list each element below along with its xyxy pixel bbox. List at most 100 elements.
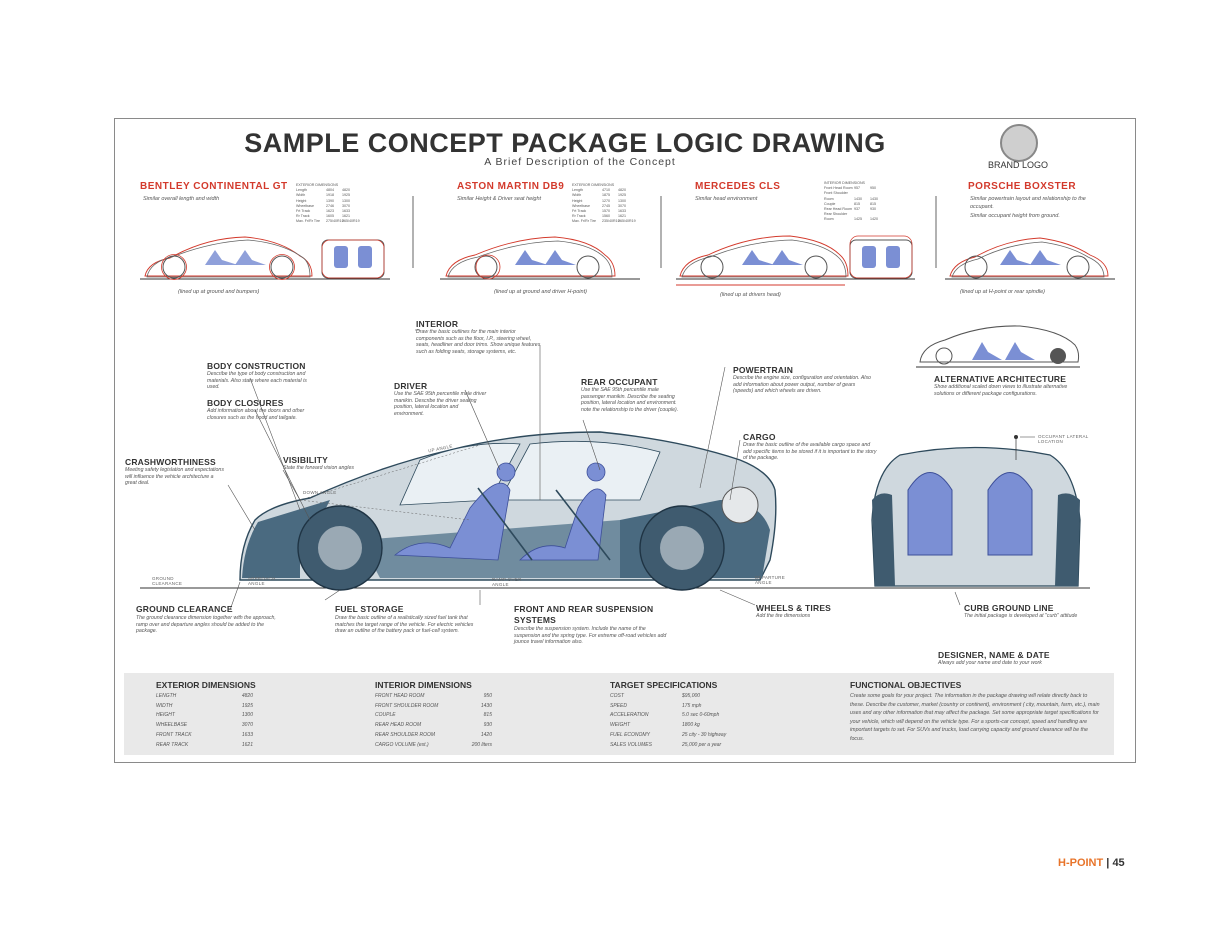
- competitor-note-2: Similar occupant height from ground.: [970, 213, 1060, 219]
- callout-body-construction-desc: Describe the type of body construction a…: [207, 371, 307, 391]
- spec-cell: 275/40R19: [326, 219, 344, 224]
- row-label: SPEED: [610, 702, 627, 709]
- spec-cell: 1633: [618, 209, 626, 214]
- spec-cell: Couple: [824, 201, 836, 206]
- occupant-lateral-label: OCCUPANT LATERAL LOCATION: [1038, 434, 1089, 444]
- page-number: 45: [1112, 857, 1125, 869]
- row-value: 1633: [241, 731, 253, 738]
- main-front-view: [860, 435, 1090, 589]
- table-row: WEIGHT 1800 kg: [610, 721, 742, 731]
- spec-cell: Rr Track: [572, 214, 586, 219]
- row-value: 1430: [480, 702, 492, 709]
- spec-cell: 1925: [618, 193, 626, 198]
- spec-cell: Height: [572, 198, 583, 203]
- callout-visibility-label: VISIBILITY: [283, 455, 328, 465]
- spec-cell: 1430: [870, 196, 878, 201]
- spec-cell: 3070: [618, 203, 626, 208]
- row-label: COST: [610, 693, 624, 699]
- callout-ground-clearance-desc: The ground clearance dimension together …: [136, 615, 276, 635]
- interior-dimensions-title: INTERIOR DIMENSIONS: [375, 680, 472, 690]
- callout-driver-desc: Use the SAE 95th percentile male driver …: [394, 391, 487, 417]
- competitor-name: MERCEDES CLS: [695, 181, 781, 192]
- spec-cell: 1570: [602, 209, 610, 214]
- row-value: $95,000: [682, 693, 701, 699]
- spec-cell: 1621: [618, 214, 626, 219]
- callout-crashworthiness-desc: Meeting safety legislation and expectati…: [125, 467, 224, 487]
- row-value: 4820: [241, 693, 253, 699]
- row-label: WIDTH: [156, 702, 173, 709]
- callout-alternative-label: ALTERNATIVE ARCHITECTURE: [934, 374, 1067, 384]
- callout-designer-label: DESIGNER, NAME & DATE: [938, 650, 1050, 660]
- competitor-caption: (lined up at drivers head): [720, 292, 781, 298]
- spec-cell: Rear Shoulder Room: [824, 212, 848, 222]
- footer-separator: |: [1106, 857, 1110, 869]
- callout-ground-clearance-label: GROUND CLEARANCE: [136, 604, 233, 614]
- spec-cell: 1270: [602, 198, 610, 203]
- departure-angle-label: DEPARTURE ANGLE: [755, 575, 786, 585]
- row-value: 25 city - 30 highway: [682, 731, 727, 738]
- row-value: 200 liters: [471, 741, 492, 748]
- callout-alternative-desc: Show additional scaled down views to ill…: [934, 384, 1068, 397]
- callout-body-construction-label: BODY CONSTRUCTION: [207, 361, 306, 371]
- row-value: 1800 kg: [682, 722, 700, 729]
- spec-table-title: EXTERIOR DIMENSIONS: [572, 183, 615, 187]
- callout-fuel-storage-desc: Draw the basic outline of a realisticall…: [335, 615, 474, 635]
- callout-curb-label: CURB GROUND LINE: [964, 603, 1054, 613]
- spec-cell: 930: [870, 207, 876, 212]
- callout-body-closures-label: BODY CLOSURES: [207, 398, 284, 408]
- exterior-dimensions-title: EXTERIOR DIMENSIONS: [156, 680, 256, 690]
- spec-cell: 4820: [618, 188, 626, 193]
- spec-cell: Max. Fr/Rr Tire: [296, 219, 320, 224]
- competitor-note: Similar overall length and width: [143, 196, 220, 202]
- row-label: REAR TRACK: [156, 741, 189, 748]
- competitor-side-view-4: [945, 237, 1115, 280]
- callout-powertrain-label: POWERTRAIN: [733, 365, 794, 375]
- callout-rear-occupant-label: REAR OCCUPANT: [581, 377, 658, 387]
- spec-cell: Rear Head Room: [824, 207, 852, 212]
- spec-cell: Wheelbase: [572, 203, 590, 208]
- row-label: LENGTH: [156, 693, 177, 699]
- spec-cell: 1605: [326, 214, 334, 219]
- target-specifications-title: TARGET SPECIFICATIONS: [610, 680, 718, 690]
- row-label: FUEL ECONOMY: [610, 731, 650, 738]
- spec-cell: Width: [296, 193, 306, 198]
- alternative-architecture-view: [916, 325, 1080, 368]
- spec-row: Wheelbase 2745 3070: [572, 204, 634, 209]
- spec-cell: 4804: [326, 188, 334, 193]
- spec-cell: 2745: [602, 203, 610, 208]
- spec-cell: 1300: [618, 198, 626, 203]
- row-value: 25,000 per a year: [682, 741, 722, 748]
- callout-interior-label: INTERIOR: [416, 319, 459, 329]
- row-label: REAR HEAD ROOM: [375, 722, 422, 729]
- callout-crashworthiness-label: CRASHWORTHINESS: [125, 457, 216, 467]
- competitor-side-view-1: [140, 236, 390, 280]
- spec-cell: 950: [870, 186, 876, 191]
- spec-cell: Height: [296, 198, 307, 203]
- row-value: 175 mph: [682, 702, 702, 709]
- row-label: WEIGHT: [610, 722, 630, 729]
- callout-curb-desc: The initial package is developed at "cur…: [964, 613, 1078, 619]
- spec-cell: Frt Track: [296, 209, 311, 214]
- table-row: SPEED 175 mph: [610, 702, 742, 712]
- row-label: CARGO VOLUME (est.): [375, 741, 429, 748]
- callout-fuel-storage-label: FUEL STORAGE: [335, 604, 404, 614]
- spec-cell: Width: [572, 193, 582, 198]
- table-row: LENGTH 4820: [156, 692, 256, 702]
